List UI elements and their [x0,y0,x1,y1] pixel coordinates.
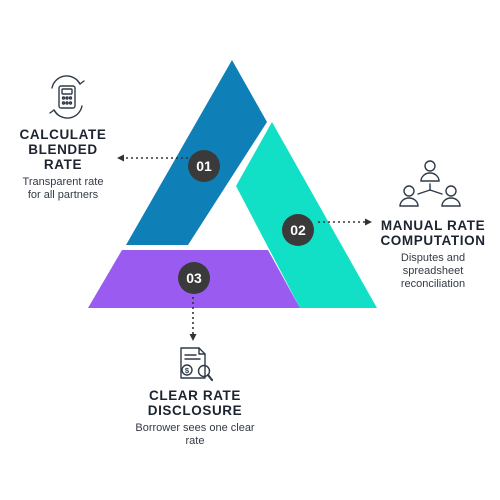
segment-1-label: CALCULATE BLENDED RATE Transparent rate … [8,127,118,202]
segment-2-number: 02 [290,222,306,238]
segment-1-number: 01 [196,158,212,174]
segment-3-title: CLEAR RATE DISCLOSURE [147,388,243,418]
segment-2-badge: 02 [282,214,314,246]
connector-2-arrow [365,218,372,226]
segment-2-title: MANUAL RATE COMPUTATION [380,218,486,248]
segment-3-description: Borrower sees one clear rate [135,422,255,447]
segment-2-description: Disputes and spreadsheet reconciliation [400,252,466,290]
connector-1-arrow [117,154,124,162]
connector-3-arrow [189,334,197,341]
segment-1-description: Transparent rate for all partners [22,176,104,201]
segment-3-label: CLEAR RATE DISCLOSURE Borrower sees one … [115,388,275,448]
calculator-cycle-icon [49,75,85,119]
document-search-icon: $ [180,347,214,382]
segment-1-badge: 01 [188,150,220,182]
segment-3-badge: 03 [178,262,210,294]
svg-text:$: $ [185,366,190,375]
segment-2-shape [236,122,377,308]
segment-2-label: MANUAL RATE COMPUTATION Disputes and spr… [372,218,494,291]
segment-3-number: 03 [186,270,202,286]
segment-1-title: CALCULATE BLENDED RATE [19,127,107,172]
people-network-icon [399,160,461,207]
